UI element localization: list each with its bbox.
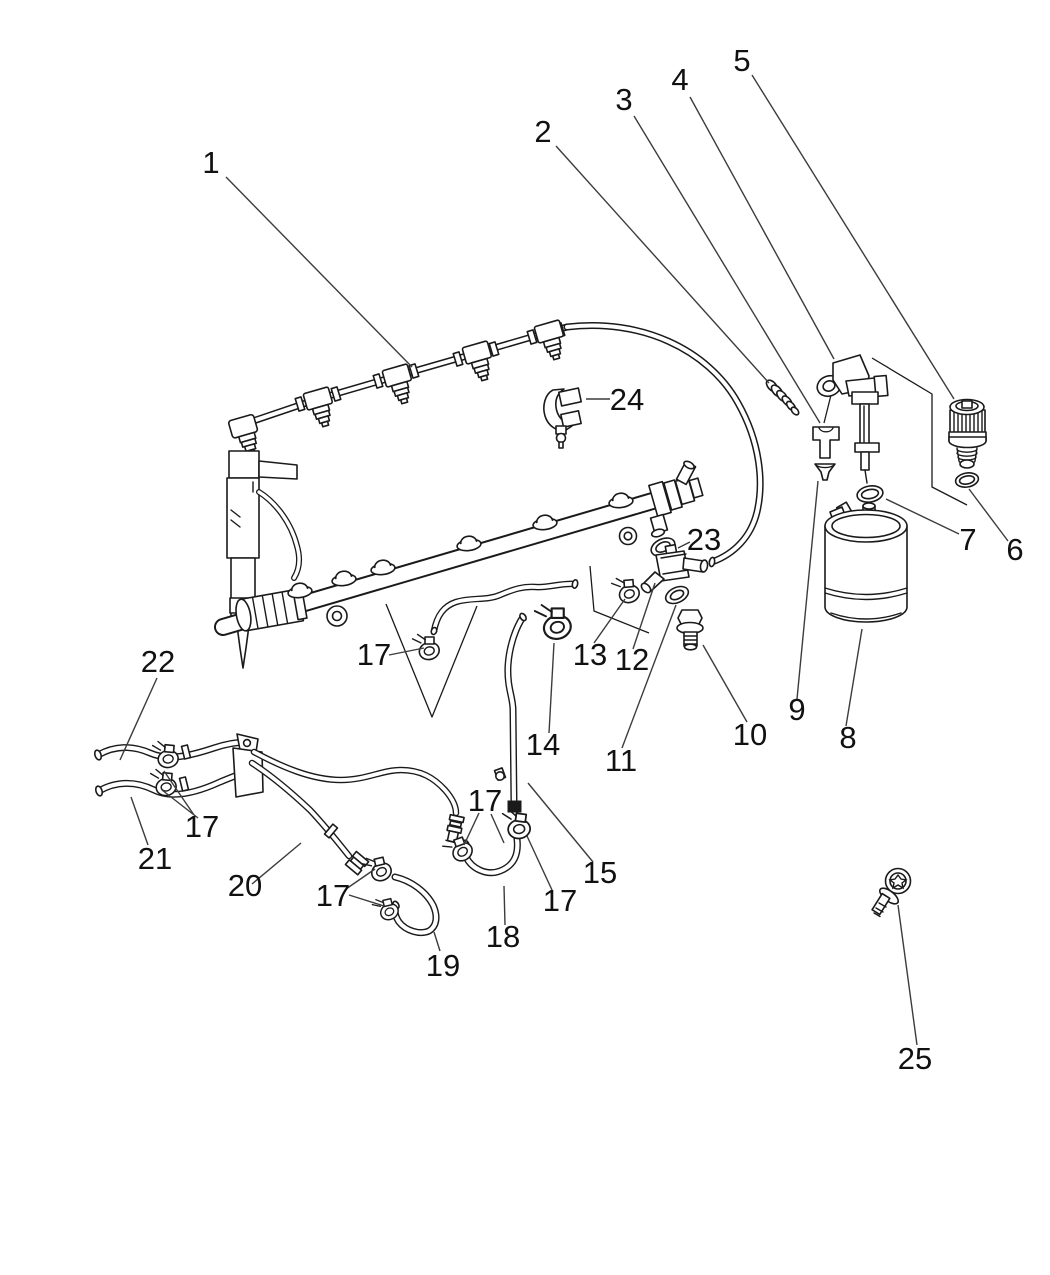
washer-11: [664, 585, 690, 605]
o-ring-6: [954, 472, 980, 488]
banjo-bolt: [676, 609, 704, 651]
lower-hose-group: [93, 733, 465, 937]
o-ring-7: [856, 485, 884, 503]
witness-filter-kit: [871, 357, 968, 506]
funnel-valve: [814, 463, 836, 481]
rail-end-fitting: [648, 460, 704, 538]
callout-11: 11: [605, 743, 637, 778]
splice-fitting: [344, 850, 370, 876]
callout-23: 23: [687, 522, 721, 557]
hose-open-end: [708, 556, 716, 568]
fuel-sensor: [816, 354, 889, 484]
leader-lines: [119, 74, 1009, 1046]
callout-2: 2: [534, 114, 551, 149]
callout-9: 9: [788, 692, 805, 727]
callouts: 1 2 3 4 5 6 7 8 9 10 11 12 13 14 15 17 1…: [138, 43, 1024, 1076]
banjo-fitting: [640, 543, 709, 594]
ribbed-stud: [765, 379, 800, 416]
callout-3: 3: [615, 82, 632, 117]
formed-tube: [430, 579, 579, 636]
barb-connector: [446, 813, 465, 844]
callout-17-e: 17: [543, 883, 577, 918]
callout-17-b: 17: [185, 809, 219, 844]
callout-15: 15: [583, 855, 617, 890]
t-insert: [812, 426, 840, 459]
sensor-pointer: [823, 394, 832, 424]
callout-6: 6: [1006, 532, 1023, 567]
callout-1: 1: [202, 145, 219, 180]
fuel-injector: [226, 450, 303, 669]
callout-10: 10: [733, 717, 767, 752]
callout-21: 21: [138, 841, 172, 876]
retainer-clip: [543, 387, 583, 449]
callout-17-d: 17: [468, 783, 502, 818]
callout-19: 19: [426, 948, 460, 983]
witness-wedge: [385, 603, 478, 718]
callout-18: 18: [486, 919, 520, 954]
hose-bracket: [232, 733, 264, 798]
callout-17-a: 17: [357, 637, 391, 672]
rail-regulator: [235, 588, 308, 632]
feed-pipe: [493, 612, 527, 813]
rail-boss: [326, 526, 638, 627]
screw: [871, 867, 912, 918]
witness-banjo: [589, 565, 650, 634]
callout-22: 22: [141, 644, 175, 679]
clamp-14: [532, 597, 575, 645]
fuel-rail: [214, 460, 704, 636]
callout-25: 25: [898, 1041, 932, 1076]
clamp-17: [360, 849, 396, 887]
clamp-17: [410, 629, 442, 664]
fuel-filter: [824, 501, 908, 623]
callout-4: 4: [671, 62, 688, 97]
callout-24: 24: [610, 382, 644, 417]
clamp-13: [609, 571, 643, 608]
filter-cap: [948, 398, 987, 469]
callout-8: 8: [839, 720, 856, 755]
injector-line-assembly: [227, 318, 764, 568]
callout-7: 7: [959, 522, 976, 557]
callout-17-c: 17: [316, 878, 350, 913]
callout-13: 13: [573, 637, 607, 672]
callout-14: 14: [526, 727, 560, 762]
callout-20: 20: [228, 868, 262, 903]
hose-21-end: [94, 785, 104, 797]
callout-12: 12: [615, 642, 649, 677]
callout-5: 5: [733, 43, 750, 78]
hose-22-end: [93, 749, 103, 761]
